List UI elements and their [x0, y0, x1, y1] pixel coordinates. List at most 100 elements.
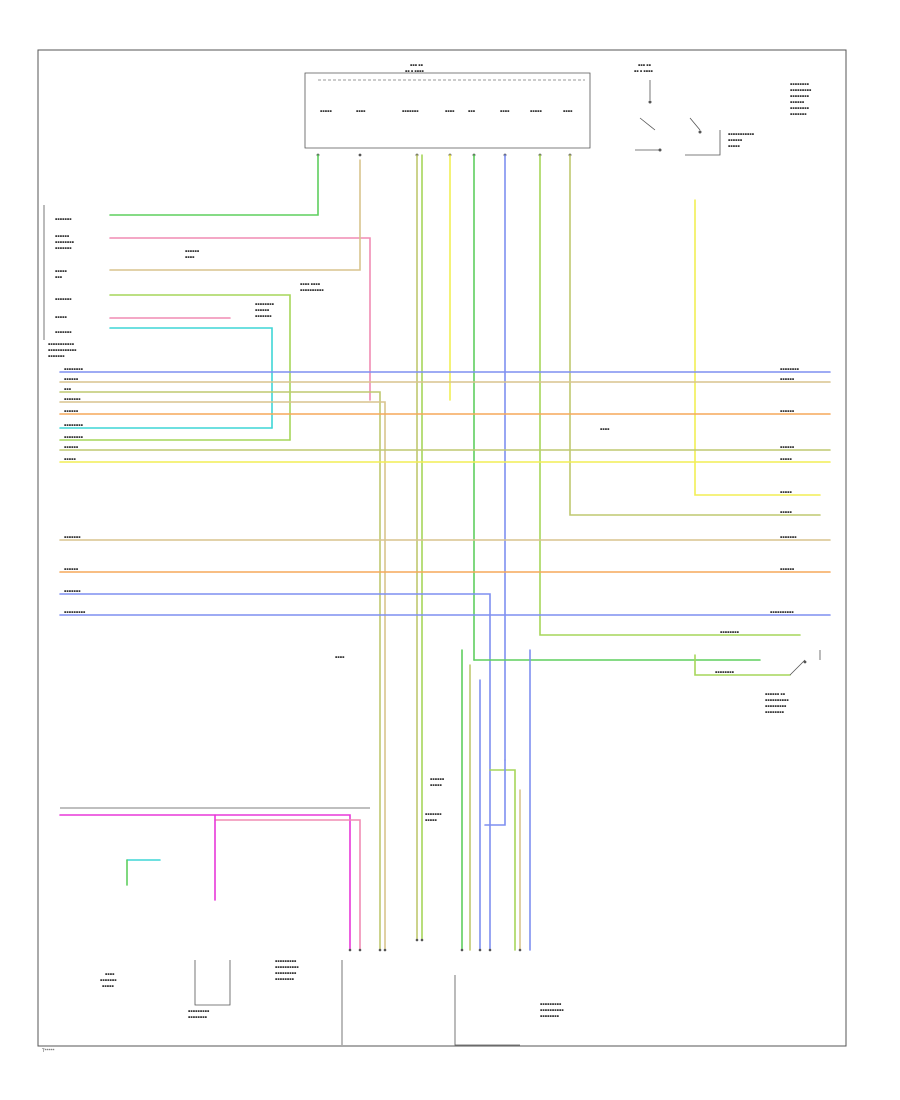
svg-text:▪▪▪▪▪▪▪▪: ▪▪▪▪▪▪▪▪ — [790, 106, 810, 110]
top-connector-pins — [316, 153, 572, 157]
svg-text:▪▪▪▪▪▪▪▪▪: ▪▪▪▪▪▪▪▪▪ — [64, 610, 86, 614]
svg-text:▪▪▪▪▪▪: ▪▪▪▪▪▪ — [780, 445, 795, 449]
svg-text:▪▪▪▪▪▪▪: ▪▪▪▪▪▪▪ — [402, 109, 419, 113]
svg-text:▪▪▪: ▪▪▪ — [64, 387, 72, 391]
svg-text:▪▪▪▪▪▪: ▪▪▪▪▪▪ — [780, 409, 795, 413]
svg-text:▪▪▪▪▪: ▪▪▪▪▪ — [430, 783, 442, 787]
svg-text:▪▪▪▪▪▪▪▪▪: ▪▪▪▪▪▪▪▪▪ — [275, 971, 297, 975]
svg-text:▪▪▪▪▪▪▪▪: ▪▪▪▪▪▪▪▪ — [255, 302, 275, 306]
svg-text:▪▪▪▪▪▪▪: ▪▪▪▪▪▪▪ — [64, 397, 81, 401]
svg-text:▪▪▪▪▪▪: ▪▪▪▪▪▪ — [64, 377, 79, 381]
svg-text:▪▪▪▪▪▪▪: ▪▪▪▪▪▪▪ — [64, 535, 81, 539]
svg-text:▪▪▪▪▪▪▪▪▪▪▪: ▪▪▪▪▪▪▪▪▪▪▪ — [728, 132, 755, 136]
svg-text:▪▪▪▪▪▪▪▪▪: ▪▪▪▪▪▪▪▪▪ — [275, 959, 297, 963]
svg-text:▪▪▪▪: ▪▪▪▪ — [105, 972, 115, 976]
svg-text:▪▪▪▪▪▪▪▪: ▪▪▪▪▪▪▪▪ — [55, 240, 75, 244]
svg-text:▪▪▪▪▪: ▪▪▪▪▪ — [320, 109, 332, 113]
svg-text:▪▪▪▪▪▪: ▪▪▪▪▪▪ — [430, 777, 445, 781]
svg-text:▪▪▪▪: ▪▪▪▪ — [356, 109, 366, 113]
svg-text:▪▪▪▪▪: ▪▪▪▪▪ — [102, 984, 114, 988]
svg-text:▪▪▪▪: ▪▪▪▪ — [445, 109, 455, 113]
svg-text:▪▪▪▪▪▪▪▪▪▪: ▪▪▪▪▪▪▪▪▪▪ — [275, 965, 299, 969]
svg-text:▪▪▪▪▪▪▪▪: ▪▪▪▪▪▪▪▪ — [64, 367, 84, 371]
svg-text:▪▪▪▪▪▪▪: ▪▪▪▪▪▪▪ — [100, 978, 117, 982]
svg-text:▪▪▪▪▪▪▪: ▪▪▪▪▪▪▪ — [425, 812, 442, 816]
svg-text:▪▪▪▪▪: ▪▪▪▪▪ — [780, 457, 792, 461]
figure-id: T***** — [41, 1048, 54, 1053]
svg-text:▪▪▪▪▪▪▪▪: ▪▪▪▪▪▪▪▪ — [275, 977, 295, 981]
svg-text:▪▪▪▪▪▪▪▪▪▪: ▪▪▪▪▪▪▪▪▪▪ — [765, 698, 789, 702]
svg-text:▪▪▪▪▪▪▪: ▪▪▪▪▪▪▪ — [780, 535, 797, 539]
svg-text:▪▪▪▪: ▪▪▪▪ — [185, 255, 195, 259]
svg-text:▪▪▪▪▪▪▪▪: ▪▪▪▪▪▪▪▪ — [540, 1014, 560, 1018]
svg-text:▪▪▪▪▪: ▪▪▪▪▪ — [425, 818, 437, 822]
svg-text:▪▪▪: ▪▪▪ — [55, 275, 63, 279]
svg-text:▪▪▪▪▪: ▪▪▪▪▪ — [728, 144, 740, 148]
svg-text:▪▪▪▪: ▪▪▪▪ — [600, 427, 610, 431]
svg-text:▪▪▪▪▪: ▪▪▪▪▪ — [55, 269, 67, 273]
svg-text:▪▪▪▪▪▪: ▪▪▪▪▪▪ — [64, 445, 79, 449]
svg-text:▪▪▪▪▪▪: ▪▪▪▪▪▪ — [780, 377, 795, 381]
svg-text:▪▪▪▪▪▪▪▪: ▪▪▪▪▪▪▪▪ — [790, 94, 810, 98]
svg-text:▪▪▪▪▪▪▪▪: ▪▪▪▪▪▪▪▪ — [780, 367, 800, 371]
svg-text:▪▪▪▪▪▪▪▪: ▪▪▪▪▪▪▪▪ — [715, 670, 735, 674]
svg-text:▪▪▪▪▪▪▪▪▪: ▪▪▪▪▪▪▪▪▪ — [188, 1009, 210, 1013]
horizontal-bus-wires — [59, 371, 831, 951]
svg-text:▪▪▪▪▪▪▪▪: ▪▪▪▪▪▪▪▪ — [64, 423, 84, 427]
svg-text:▪▪▪▪▪▪▪▪▪: ▪▪▪▪▪▪▪▪▪ — [790, 88, 812, 92]
diagram-border — [37, 49, 847, 1047]
svg-text:▪▪▪▪ ▪▪▪▪: ▪▪▪▪ ▪▪▪▪ — [300, 282, 321, 286]
svg-text:▪▪▪▪▪▪▪: ▪▪▪▪▪▪▪ — [55, 330, 72, 334]
bottom-components: ▪▪▪▪ ▪▪▪▪▪▪▪ ▪▪▪▪▪ ▪▪▪▪▪▪▪▪▪ ▪▪▪▪▪▪▪▪ ▪▪… — [100, 777, 564, 1046]
svg-text:▪▪▪▪▪▪▪▪▪: ▪▪▪▪▪▪▪▪▪ — [765, 704, 787, 708]
svg-text:▪▪▪▪▪▪▪▪▪▪: ▪▪▪▪▪▪▪▪▪▪ — [300, 288, 324, 292]
top-vertical-wires — [109, 154, 821, 941]
svg-text:▪▪▪▪▪▪: ▪▪▪▪▪▪ — [55, 234, 70, 238]
svg-text:▪▪▪▪▪▪▪: ▪▪▪▪▪▪▪ — [55, 246, 72, 250]
svg-text:▪▪▪▪▪▪▪▪: ▪▪▪▪▪▪▪▪ — [720, 630, 740, 634]
svg-text:▪▪▪▪▪▪▪▪▪▪: ▪▪▪▪▪▪▪▪▪▪ — [540, 1008, 564, 1012]
svg-text:▪▪▪▪▪▪▪: ▪▪▪▪▪▪▪ — [64, 589, 81, 593]
svg-text:▪▪▪: ▪▪▪ — [468, 109, 476, 113]
svg-text:▪▪▪▪▪: ▪▪▪▪▪ — [64, 457, 76, 461]
svg-text:▪▪▪▪▪▪: ▪▪▪▪▪▪ — [790, 100, 805, 104]
svg-text:▪▪▪▪▪▪▪▪: ▪▪▪▪▪▪▪▪ — [64, 435, 84, 439]
svg-text:▪▪▪▪▪▪▪▪: ▪▪▪▪▪▪▪▪ — [765, 710, 785, 714]
svg-text:▪▪▪▪▪▪▪▪: ▪▪▪▪▪▪▪▪ — [188, 1015, 208, 1019]
svg-text:▪▪▪▪▪▪: ▪▪▪▪▪▪ — [255, 308, 270, 312]
top-right-switch-block: ▪▪▪ ▪▪ ▪▪ ▪ ▪▪▪▪ ▪▪▪▪▪▪▪▪▪▪▪ ▪▪▪▪▪▪ ▪▪▪▪… — [634, 63, 812, 156]
svg-text:▪▪▪▪▪: ▪▪▪▪▪ — [780, 490, 792, 494]
svg-text:▪▪▪▪▪▪: ▪▪▪▪▪▪ — [64, 567, 79, 571]
svg-text:▪▪▪▪▪▪: ▪▪▪▪▪▪ — [728, 138, 743, 142]
svg-text:▪▪▪▪▪▪▪: ▪▪▪▪▪▪▪ — [48, 354, 65, 358]
svg-text:▪▪▪▪▪: ▪▪▪▪▪ — [55, 315, 67, 319]
bus-labels: ▪▪▪▪▪▪▪▪ ▪▪▪▪▪▪ ▪▪▪ ▪▪▪▪▪▪▪ ▪▪▪▪▪▪ ▪▪▪▪▪… — [64, 367, 800, 674]
lower-wires — [59, 649, 531, 951]
svg-text:▪▪▪ ▪▪: ▪▪▪ ▪▪ — [410, 63, 424, 67]
svg-text:▪▪▪▪: ▪▪▪▪ — [335, 655, 345, 659]
svg-text:▪▪▪▪▪▪▪▪▪▪▪▪: ▪▪▪▪▪▪▪▪▪▪▪▪ — [48, 348, 77, 352]
svg-text:▪▪▪▪▪▪▪: ▪▪▪▪▪▪▪ — [55, 297, 72, 301]
svg-text:▪▪▪▪▪▪: ▪▪▪▪▪▪ — [780, 567, 795, 571]
svg-text:▪▪▪▪▪: ▪▪▪▪▪ — [530, 109, 542, 113]
svg-text:▪▪▪▪▪▪ ▪▪: ▪▪▪▪▪▪ ▪▪ — [765, 692, 786, 696]
left-module-block: ▪▪▪▪▪▪▪ ▪▪▪▪▪▪ ▪▪▪▪▪▪▪▪ ▪▪▪▪▪▪▪ ▪▪▪▪▪ ▪▪… — [43, 205, 324, 358]
svg-text:▪▪▪▪: ▪▪▪▪ — [563, 109, 573, 113]
svg-text:▪▪▪▪▪▪▪▪▪▪▪: ▪▪▪▪▪▪▪▪▪▪▪ — [48, 342, 75, 346]
right-switch: ▪▪▪▪▪▪ ▪▪ ▪▪▪▪▪▪▪▪▪▪ ▪▪▪▪▪▪▪▪▪ ▪▪▪▪▪▪▪▪ — [765, 650, 821, 714]
svg-text:▪▪▪▪▪▪▪▪: ▪▪▪▪▪▪▪▪ — [790, 82, 810, 86]
top-connector-block: ▪▪▪ ▪▪ ▪▪ ▪ ▪▪▪▪ ▪▪▪▪▪ ▪▪▪▪ ▪▪▪▪▪▪▪ ▪▪▪▪… — [304, 63, 591, 149]
svg-text:▪▪▪▪▪▪▪: ▪▪▪▪▪▪▪ — [790, 112, 807, 116]
svg-text:▪▪▪▪▪▪▪▪▪▪: ▪▪▪▪▪▪▪▪▪▪ — [770, 610, 794, 614]
svg-text:▪▪ ▪ ▪▪▪▪: ▪▪ ▪ ▪▪▪▪ — [634, 69, 653, 73]
svg-text:▪▪▪▪▪▪▪: ▪▪▪▪▪▪▪ — [55, 217, 72, 221]
svg-text:▪▪▪▪▪▪▪▪▪: ▪▪▪▪▪▪▪▪▪ — [540, 1002, 562, 1006]
svg-text:▪▪▪▪▪: ▪▪▪▪▪ — [780, 510, 792, 514]
svg-text:▪▪▪▪: ▪▪▪▪ — [500, 109, 510, 113]
svg-text:▪▪▪▪▪▪: ▪▪▪▪▪▪ — [185, 249, 200, 253]
svg-text:▪▪▪ ▪▪: ▪▪▪ ▪▪ — [638, 63, 652, 67]
svg-text:▪▪▪▪▪▪▪: ▪▪▪▪▪▪▪ — [255, 314, 272, 318]
svg-text:▪▪ ▪ ▪▪▪▪: ▪▪ ▪ ▪▪▪▪ — [405, 69, 424, 73]
svg-text:▪▪▪▪▪▪: ▪▪▪▪▪▪ — [64, 409, 79, 413]
